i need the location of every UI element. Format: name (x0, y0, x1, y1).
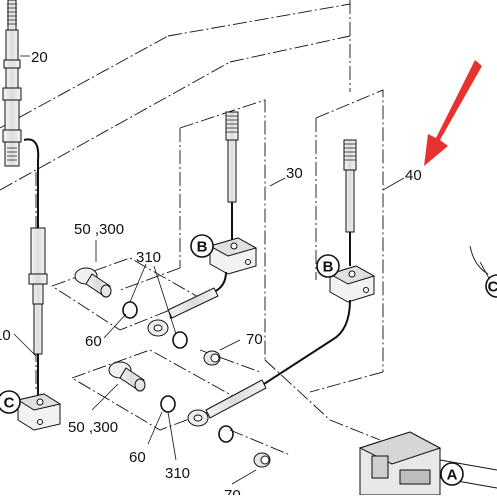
ball-end-40 (187, 409, 209, 427)
edge-leader (469, 245, 489, 275)
callout-310-lower: 310 (165, 465, 190, 482)
callout-60-upper: 60 (85, 333, 102, 350)
callout-50-300-upper: 50 ,300 (74, 221, 124, 238)
sleeve-40 (205, 379, 267, 419)
highlight-arrow (424, 60, 482, 166)
badge-a-bottom: A (440, 462, 464, 486)
callout-20: 20 (31, 49, 48, 66)
left-cable-assembly (28, 227, 48, 355)
c-block-left (16, 393, 62, 431)
rod-40-threads (344, 143, 356, 161)
badge-c-left-label: C (4, 395, 15, 412)
rod-30 (225, 111, 239, 203)
o-rings (122, 301, 234, 443)
threaded-rod-20 (2, 0, 22, 167)
badge-b-right-label: B (323, 259, 334, 276)
sleeve-30 (167, 287, 219, 319)
callout-50-300-lower: 50 ,300 (68, 419, 118, 436)
callout-70-lower: 70 (224, 487, 241, 495)
cable-20 (23, 138, 40, 230)
rod-40 (343, 139, 357, 233)
badge-b-upper-label: B (197, 239, 208, 256)
badge-b-right: B (316, 254, 340, 278)
badge-b-upper: B (190, 234, 214, 258)
bolt-upper (74, 267, 112, 298)
cable-40-lower (263, 299, 351, 385)
rod-30-threads (226, 115, 238, 133)
bushings (203, 350, 271, 468)
b-block-upper (208, 237, 258, 275)
callout-60-lower: 60 (129, 449, 146, 466)
badge-a-bottom-label: A (447, 467, 458, 484)
callout-310-upper: 310 (136, 249, 161, 266)
callout-40: 40 (405, 167, 422, 184)
b-block-right (328, 265, 376, 303)
callout-70-upper: 70 (246, 331, 263, 348)
ball-end-30 (147, 319, 169, 337)
rod-threads (7, 3, 17, 161)
callout-10: 10 (0, 327, 11, 344)
a-component (358, 431, 497, 496)
badge-c-left: C (0, 390, 21, 414)
bolt-lower (108, 361, 146, 392)
badge-c-edge: C (485, 274, 497, 298)
leader-lines (13, 55, 491, 485)
phantom-lines (0, 0, 384, 456)
callout-30: 30 (286, 165, 303, 182)
badge-c-edge-label: C (488, 279, 497, 296)
